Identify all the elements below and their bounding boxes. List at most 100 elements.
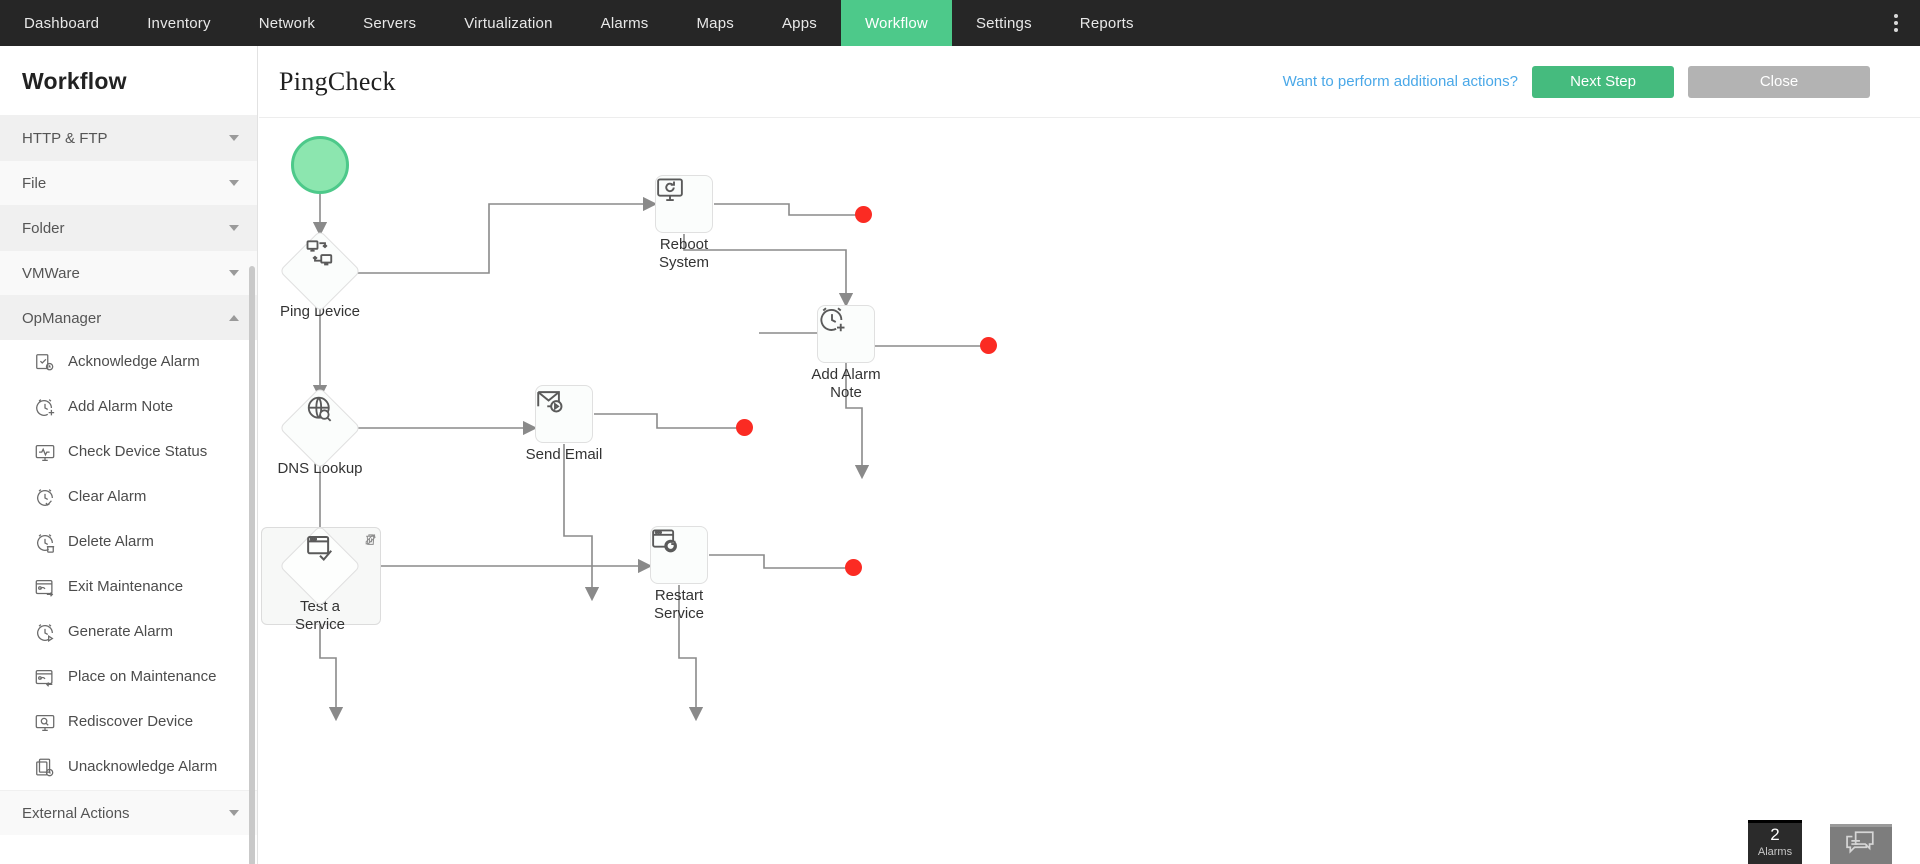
test-a-service-icon bbox=[278, 524, 362, 608]
sidebar-item-delete-alarm[interactable]: Delete Alarm bbox=[0, 520, 257, 565]
workflow-node-start[interactable] bbox=[291, 136, 349, 194]
nav-item-settings[interactable]: Settings bbox=[952, 0, 1056, 46]
workflow-node-label: Ping Device bbox=[279, 303, 361, 320]
workflow-node-test-a-service[interactable]: Test a Service bbox=[278, 524, 363, 633]
next-step-button[interactable]: Next Step bbox=[1532, 65, 1674, 98]
sidebar-group-label: External Actions bbox=[22, 804, 130, 822]
nav-label: Settings bbox=[975, 14, 1032, 32]
chat-widget-button[interactable] bbox=[1830, 824, 1892, 864]
generate-alarm-icon bbox=[34, 622, 56, 644]
chevron-down-icon bbox=[229, 225, 239, 231]
delete-alarm-icon bbox=[34, 532, 56, 554]
sidebar-item-generate-alarm[interactable]: Generate Alarm bbox=[0, 610, 257, 655]
alarms-label: Alarms bbox=[1757, 846, 1793, 858]
workflow-node-ping-device[interactable]: Ping Device bbox=[278, 229, 363, 321]
workflow-node-label: Test a Service bbox=[294, 598, 346, 633]
place-on-maintenance-icon bbox=[34, 667, 56, 689]
workflow-node-send-email[interactable]: Send Email bbox=[526, 385, 607, 464]
nav-label: Dashboard bbox=[24, 14, 100, 32]
sidebar-group-http-ftp[interactable]: HTTP & FTP bbox=[0, 115, 257, 160]
workflow-node-reboot-system[interactable]: Reboot System bbox=[655, 175, 727, 271]
additional-actions-link[interactable]: Want to perform additional actions? bbox=[1282, 73, 1518, 90]
sidebar-group-label: VMWare bbox=[22, 264, 80, 282]
workflow-node-add-alarm-note[interactable]: Add Alarm Note bbox=[811, 305, 889, 401]
close-button[interactable]: Close bbox=[1688, 65, 1870, 98]
reboot-system-icon bbox=[655, 175, 713, 233]
nav-label: Virtualization bbox=[464, 14, 553, 32]
sidebar-group-file[interactable]: File bbox=[0, 160, 257, 205]
workflow-end-dot[interactable] bbox=[845, 559, 862, 576]
sidebar: Workflow HTTP & FTP File Folder VMWare O… bbox=[0, 46, 258, 864]
workflow-node-label: Reboot System bbox=[658, 236, 709, 271]
workflow-node-label: DNS Lookup bbox=[277, 460, 363, 477]
sidebar-item-unacknowledge-alarm[interactable]: Unacknowledge Alarm bbox=[0, 745, 257, 790]
sidebar-item-acknowledge-alarm[interactable]: Acknowledge Alarm bbox=[0, 340, 257, 385]
sidebar-item-label: Unacknowledge Alarm bbox=[68, 758, 218, 776]
nav-item-alarms[interactable]: Alarms bbox=[577, 0, 673, 46]
workflow-node-label: Send Email bbox=[525, 446, 603, 463]
acknowledge-alarm-icon bbox=[34, 352, 56, 374]
nav-item-workflow[interactable]: Workflow bbox=[840, 0, 952, 46]
sidebar-item-check-device-status[interactable]: Check Device Status bbox=[0, 430, 257, 475]
chevron-up-icon bbox=[229, 315, 239, 321]
sidebar-item-exit-maintenance[interactable]: Exit Maintenance bbox=[0, 565, 257, 610]
workflow-node-dns-lookup[interactable]: DNS Lookup bbox=[277, 386, 363, 478]
nav-label: Workflow bbox=[864, 14, 928, 32]
workflow-node-label: Restart Service bbox=[653, 587, 705, 622]
sidebar-item-add-alarm-note[interactable]: Add Alarm Note bbox=[0, 385, 257, 430]
nav-item-maps[interactable]: Maps bbox=[672, 0, 757, 46]
alarms-status-chip[interactable]: 2 Alarms bbox=[1748, 820, 1802, 864]
nav-item-inventory[interactable]: Inventory bbox=[123, 0, 235, 46]
sidebar-group-label: HTTP & FTP bbox=[22, 129, 108, 147]
sidebar-item-rediscover-device[interactable]: Rediscover Device bbox=[0, 700, 257, 745]
workflow-node-label: Add Alarm Note bbox=[811, 366, 881, 401]
chevron-down-icon bbox=[229, 270, 239, 276]
sidebar-item-label: Add Alarm Note bbox=[68, 398, 174, 416]
sidebar-scrollbar[interactable] bbox=[249, 266, 255, 864]
top-navigation-bar: Dashboard Inventory Network Servers Virt… bbox=[0, 0, 1920, 46]
nav-item-dashboard[interactable]: Dashboard bbox=[0, 0, 123, 46]
workflow-connectors bbox=[312, 194, 981, 722]
sidebar-group-external-actions[interactable]: External Actions bbox=[0, 790, 257, 835]
workflow-canvas[interactable]: Ping Device Reboot System bbox=[259, 118, 1920, 864]
sidebar-title: Workflow bbox=[22, 68, 127, 94]
nav-label: Apps bbox=[781, 14, 817, 32]
chevron-down-icon bbox=[229, 135, 239, 141]
header-actions: Want to perform additional actions? Next… bbox=[1282, 65, 1870, 98]
content-header: PingCheck Want to perform additional act… bbox=[259, 46, 1920, 118]
sidebar-group-folder[interactable]: Folder bbox=[0, 205, 257, 250]
sidebar-group-label: OpManager bbox=[22, 309, 102, 327]
nav-item-virtualization[interactable]: Virtualization bbox=[440, 0, 576, 46]
dns-lookup-icon bbox=[278, 386, 362, 470]
sidebar-item-clear-alarm[interactable]: Clear Alarm bbox=[0, 475, 257, 520]
workflow-node-restart-service[interactable]: Restart Service bbox=[650, 526, 722, 622]
page-title: PingCheck bbox=[279, 66, 396, 96]
workflow-end-dot[interactable] bbox=[736, 419, 753, 436]
sidebar-item-label: Acknowledge Alarm bbox=[68, 353, 200, 371]
nav-label: Network bbox=[258, 14, 316, 32]
sidebar-item-label: Generate Alarm bbox=[68, 623, 174, 641]
nav-item-apps[interactable]: Apps bbox=[758, 0, 841, 46]
sidebar-group-opmanager[interactable]: OpManager bbox=[0, 295, 257, 340]
sidebar-item-place-on-maintenance[interactable]: Place on Maintenance bbox=[0, 655, 257, 700]
unacknowledge-alarm-icon bbox=[34, 757, 56, 779]
nav-spacer bbox=[1158, 0, 1872, 46]
chevron-down-icon bbox=[229, 810, 239, 816]
sidebar-group-label: Folder bbox=[22, 219, 65, 237]
workflow-end-dot[interactable] bbox=[980, 337, 997, 354]
nav-label: Maps bbox=[696, 14, 734, 32]
workflow-end-dot[interactable] bbox=[855, 206, 872, 223]
restart-service-icon bbox=[650, 526, 708, 584]
kebab-menu-icon[interactable] bbox=[1872, 0, 1920, 46]
nav-item-reports[interactable]: Reports bbox=[1056, 0, 1158, 46]
chevron-down-icon bbox=[229, 180, 239, 186]
start-circle-icon bbox=[291, 136, 349, 194]
alarms-count: 2 bbox=[1770, 825, 1780, 844]
nav-item-servers[interactable]: Servers bbox=[339, 0, 440, 46]
nav-label: Alarms bbox=[600, 14, 649, 32]
sidebar-group-vmware[interactable]: VMWare bbox=[0, 250, 257, 295]
sidebar-item-label: Place on Maintenance bbox=[68, 668, 217, 686]
clear-alarm-icon bbox=[34, 487, 56, 509]
nav-label: Inventory bbox=[147, 14, 211, 32]
nav-item-network[interactable]: Network bbox=[235, 0, 339, 46]
